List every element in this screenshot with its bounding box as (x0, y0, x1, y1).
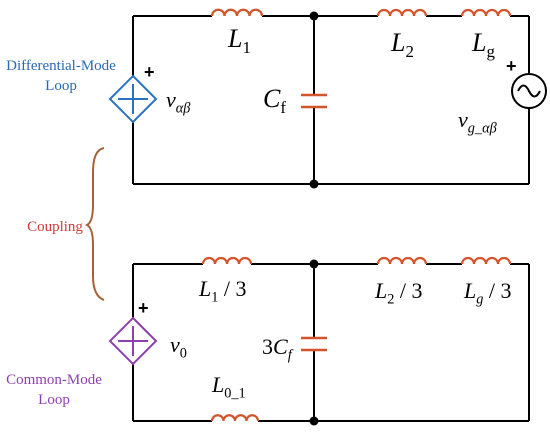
grid-source-plus: + (506, 56, 517, 76)
coupling-brace (84, 147, 105, 301)
bottom-circuit: + (108, 256, 530, 426)
common-loop-line2: Loop (38, 392, 70, 408)
bottom-node-lower (309, 416, 319, 426)
differential-mode-loop-label: Differential-Mode Loop (2, 56, 120, 96)
top-source-plus: + (144, 62, 155, 82)
grid-voltage-label: vg_αβ (458, 107, 497, 137)
bottom-cf-label: 3Cf (262, 334, 292, 364)
bottom-source-label: v0 (170, 332, 187, 362)
bottom-dependent-source (108, 316, 158, 366)
bottom-l0-inductor (210, 414, 260, 422)
top-l1-inductor (210, 8, 264, 17)
top-cf-label: Cf (263, 84, 286, 118)
common-loop-line1: Common-Mode (6, 372, 102, 388)
common-mode-loop-label: Common-Mode Loop (4, 370, 104, 410)
bottom-l1-inductor (201, 256, 253, 265)
top-dependent-source (108, 74, 158, 124)
differential-loop-line1: Differential-Mode (6, 58, 116, 74)
top-l2-inductor (376, 8, 428, 17)
bottom-source-plus: + (138, 298, 149, 318)
bottom-l1-label: L1 / 3 (199, 276, 247, 306)
top-source-label: vαβ (166, 87, 191, 117)
differential-loop-line2: Loop (45, 78, 77, 94)
bottom-l2-label: L2 / 3 (375, 278, 423, 308)
coupling-label: Coupling (27, 219, 83, 235)
bottom-lg-inductor (460, 256, 512, 265)
bottom-node-upper (309, 259, 319, 269)
bottom-l2-inductor (376, 256, 428, 265)
top-l1-label: L1 (228, 24, 251, 58)
ac-source-icon (511, 73, 547, 109)
bottom-l0-label: L0_1 (212, 372, 246, 402)
top-l2-label: L2 (391, 28, 414, 62)
top-circuit: + + (108, 8, 547, 189)
top-lg-inductor (460, 8, 512, 17)
top-lg-label: Lg (472, 28, 495, 62)
top-node-lower (309, 179, 319, 189)
top-node-upper (309, 11, 319, 21)
bottom-lg-label: Lg / 3 (464, 278, 512, 308)
